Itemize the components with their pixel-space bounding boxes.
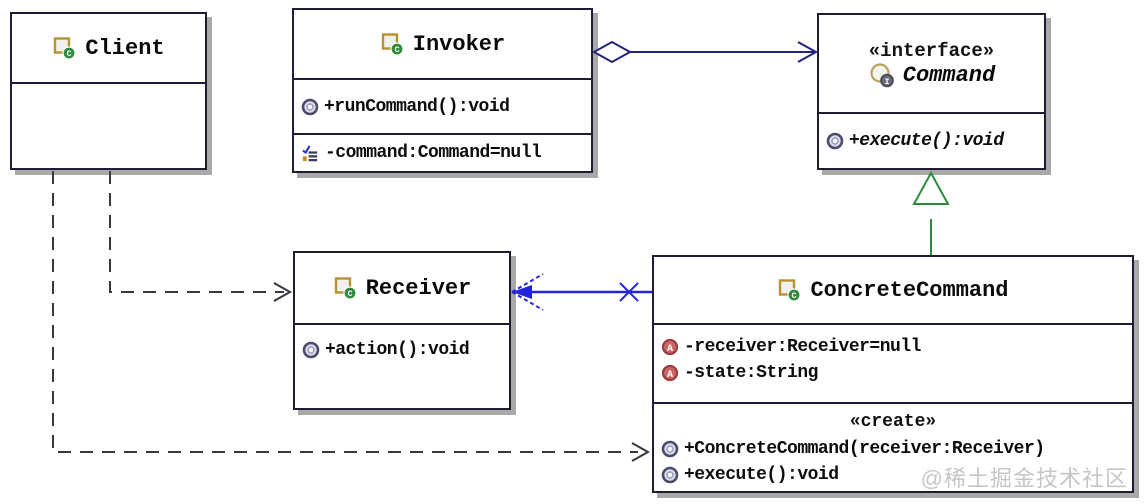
class-icon-letter: C: [394, 45, 399, 55]
field-label: -command:Command=null: [325, 143, 542, 163]
interface-icon: I: [870, 62, 894, 87]
interface-icon-letter: I: [884, 77, 889, 87]
operation-icon: [661, 466, 679, 484]
attribute-icon-letter: A: [667, 370, 673, 381]
method-row: +runCommand():void: [294, 94, 591, 120]
dependency-connector-client-receiver: [109, 171, 293, 302]
class-icon-letter: C: [792, 291, 797, 301]
class-box-receiver: C Receiver +action():void: [293, 251, 511, 410]
concrete-command-header: C ConcreteCommand: [654, 257, 1132, 323]
invoker-methods-compartment: +runCommand():void: [294, 78, 591, 133]
class-icon: C: [779, 278, 802, 302]
field-label: -state:String: [684, 363, 818, 383]
class-icon-letter: C: [67, 49, 72, 59]
receiver-header: C Receiver: [295, 253, 509, 323]
method-label: +runCommand():void: [324, 96, 510, 117]
class-box-concrete-command: C ConcreteCommand A -receiver:Receiver=n…: [652, 255, 1134, 493]
attribute-icon: A: [661, 338, 679, 356]
watermark: @稀土掘金技术社区: [920, 466, 1128, 491]
class-icon: C: [334, 276, 357, 300]
field-label: -receiver:Receiver=null: [684, 337, 921, 357]
attribute-icon: A: [661, 364, 679, 382]
field-row: A -receiver:Receiver=null: [654, 334, 1132, 360]
client-title: Client: [85, 35, 165, 61]
realization-connector-concretecommand-command: [912, 170, 950, 255]
class-icon-letter: C: [347, 289, 352, 299]
command-title: Command: [902, 62, 996, 88]
client-empty-compartment: [12, 82, 205, 168]
command-header: «interface» I Command: [819, 15, 1044, 112]
operation-icon: [301, 98, 319, 115]
receiver-title: Receiver: [365, 275, 472, 301]
concrete-command-methods-compartment: «create» +ConcreteCommand(receiver:Recei…: [654, 402, 1132, 491]
field-row: -command:Command=null: [294, 140, 591, 166]
invoker-fields-compartment: -command:Command=null: [294, 133, 591, 171]
class-box-client: C Client: [10, 12, 207, 170]
field-association-icon: [302, 144, 318, 161]
operation-icon: [302, 341, 320, 359]
create-stereotype: «create»: [849, 412, 937, 432]
method-row: +execute():void: [654, 462, 1132, 488]
class-icon: C: [381, 32, 404, 56]
method-label: +ConcreteCommand(receiver:Receiver): [684, 439, 1045, 459]
method-row: +ConcreteCommand(receiver:Receiver): [654, 436, 1132, 462]
invoker-title: Invoker: [412, 31, 506, 57]
method-row: +execute():void: [819, 128, 1044, 154]
class-icon: C: [54, 36, 76, 60]
method-row: +action():void: [295, 337, 509, 363]
operation-icon: [661, 440, 679, 458]
aggregation-connector-invoker-command: [591, 40, 819, 64]
concrete-command-title: ConcreteCommand: [810, 277, 1009, 303]
field-row: A -state:String: [654, 360, 1132, 386]
class-box-invoker: C Invoker +runCommand():void: [292, 8, 593, 173]
method-label: +action():void: [325, 340, 470, 360]
interface-box-command: «interface» I Command +execute():void: [817, 13, 1046, 170]
association-connector-concretecommand-receiver: [511, 273, 652, 311]
method-label: +execute():void: [684, 465, 839, 485]
client-header: C Client: [12, 14, 205, 82]
command-methods-compartment: +execute():void: [819, 112, 1044, 168]
operation-icon: [826, 132, 844, 150]
invoker-header: C Invoker: [294, 10, 591, 78]
concrete-command-fields-compartment: A -receiver:Receiver=null A -state:Strin…: [654, 323, 1132, 402]
method-label: +execute():void: [849, 131, 1004, 151]
attribute-icon-letter: A: [667, 344, 673, 355]
command-stereotype: «interface»: [868, 39, 995, 62]
receiver-methods-compartment: +action():void: [295, 323, 509, 408]
